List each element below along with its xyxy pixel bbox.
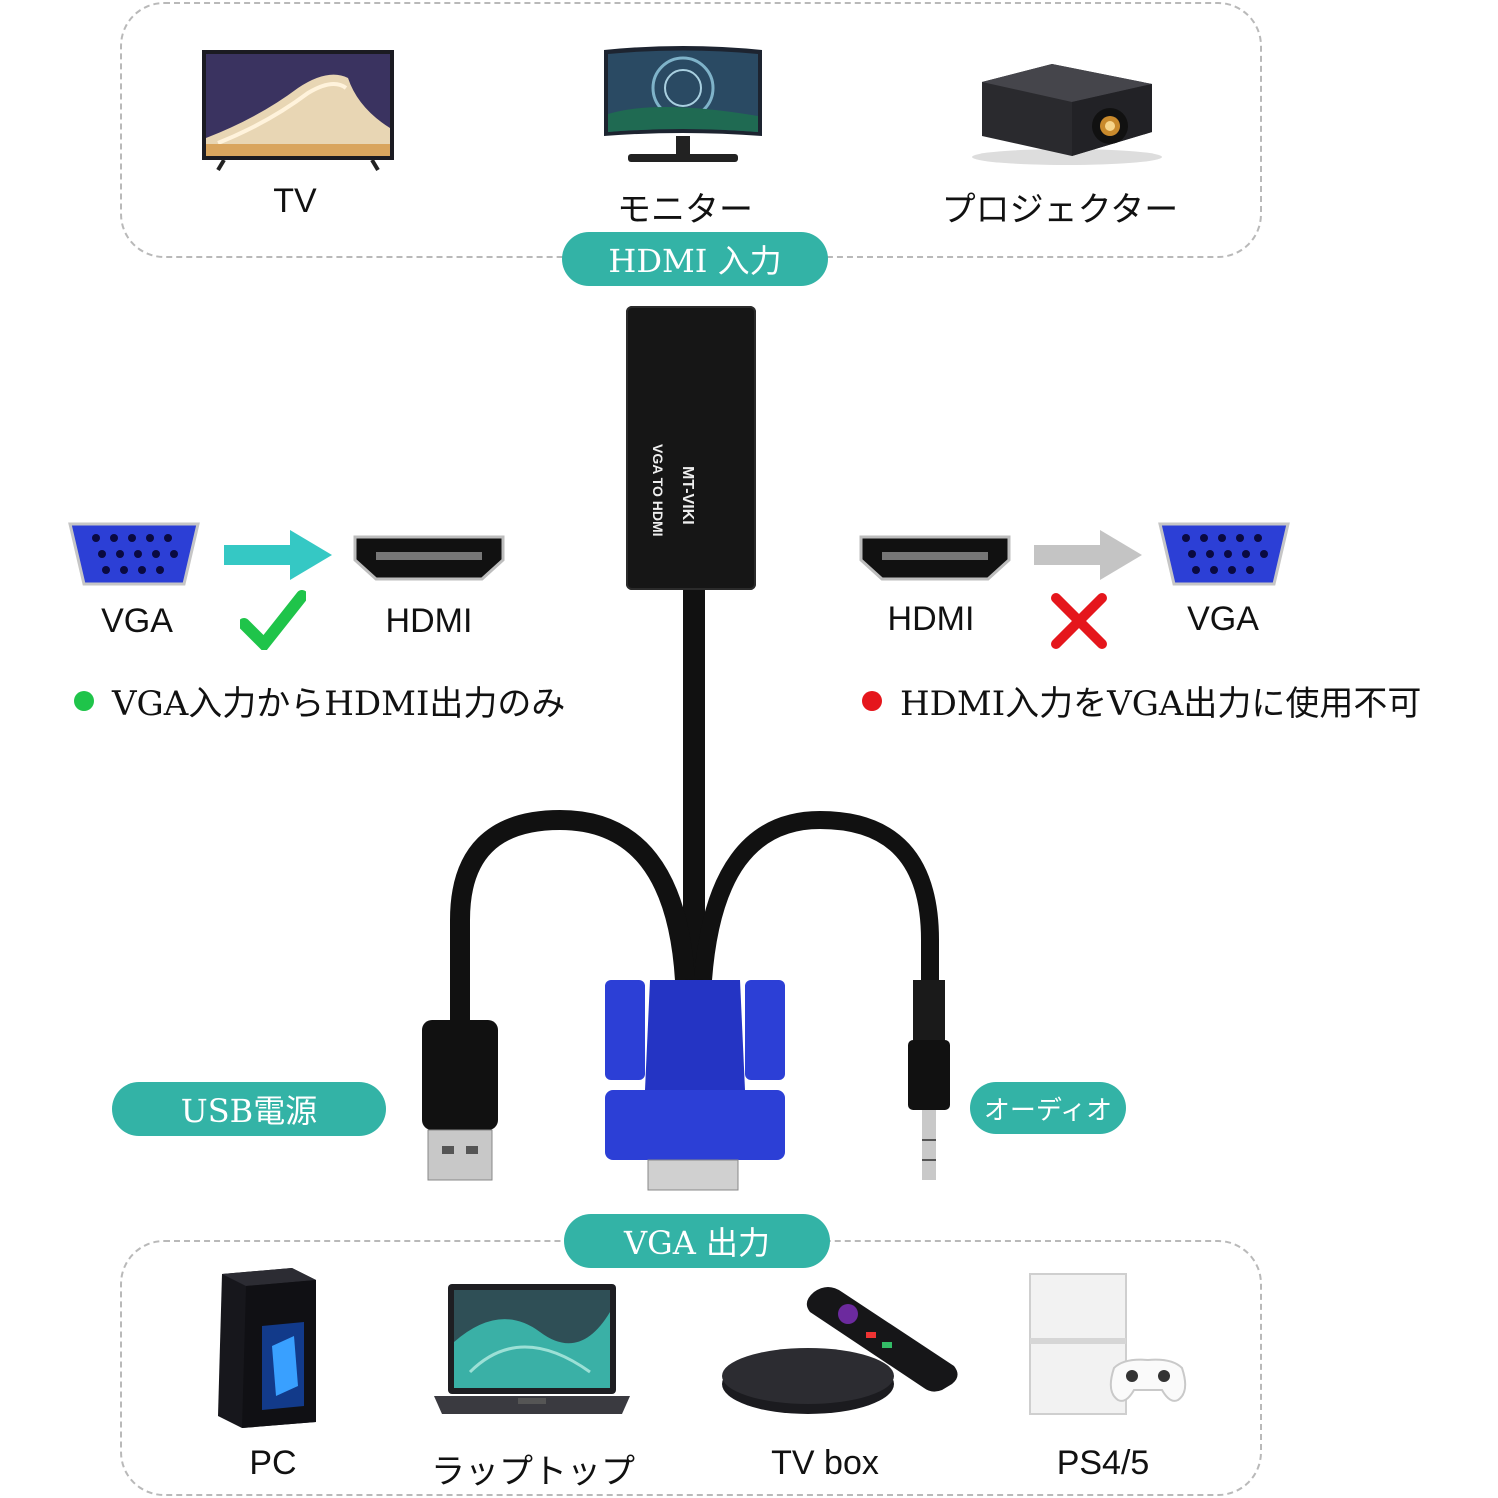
device-label-tv: TV — [273, 182, 317, 220]
device-label-console: PS4/5 — [1056, 1444, 1150, 1482]
vga-output-badge: VGA 出力 — [564, 1214, 830, 1268]
hdmi-port-icon — [859, 535, 1011, 581]
arrow-right-icon — [224, 530, 332, 580]
adapter-cable-icon — [422, 590, 950, 1191]
device-label-tv-box: TV box — [771, 1444, 879, 1482]
device-label-pc: PC — [249, 1444, 297, 1482]
tv-icon — [202, 50, 394, 172]
vga-port-icon — [68, 522, 200, 586]
status-dot-green — [74, 690, 94, 711]
game-console-icon — [1029, 1273, 1187, 1415]
check-icon — [240, 590, 306, 650]
usb-power-badge: USB電源 — [112, 1082, 386, 1136]
adapter-brand-label: MT-VIKI — [679, 466, 696, 525]
compat-from-label: HDMI — [887, 600, 975, 638]
device-label-projector: プロジェクター — [941, 190, 1179, 230]
device-label-laptop: ラップトップ — [431, 1452, 635, 1492]
status-dot-red — [862, 690, 882, 711]
tv-box-icon — [722, 1287, 958, 1414]
compat-note-supported: VGA入力からHDMI出力のみ — [74, 676, 565, 725]
audio-badge: オーディオ — [970, 1082, 1126, 1134]
hdmi-input-badge: HDMI 入力 — [562, 232, 828, 286]
compat-note-unsupported: HDMI入力をVGA出力に使用不可 — [862, 676, 1421, 725]
device-label-monitor: モニター — [617, 190, 753, 230]
projector-icon — [972, 64, 1162, 165]
vga-port-icon — [1158, 522, 1290, 586]
hdmi-port-icon — [353, 535, 505, 581]
adapter-body: MT-VIKI VGA TO HDMI — [626, 306, 756, 590]
compat-from-label: VGA — [101, 602, 173, 640]
laptop-icon — [434, 1284, 630, 1414]
monitor-icon — [604, 46, 762, 162]
adapter-model-label: VGA TO HDMI — [650, 444, 666, 537]
compat-to-label: HDMI — [385, 602, 473, 640]
compat-to-label: VGA — [1187, 600, 1259, 638]
cross-icon — [1051, 593, 1107, 649]
compat-note-text: HDMI入力をVGA出力に使用不可 — [900, 684, 1422, 724]
arrow-right-gray-icon — [1034, 530, 1142, 580]
pc-tower-icon — [218, 1268, 316, 1428]
compat-note-text: VGA入力からHDMI出力のみ — [112, 684, 566, 724]
